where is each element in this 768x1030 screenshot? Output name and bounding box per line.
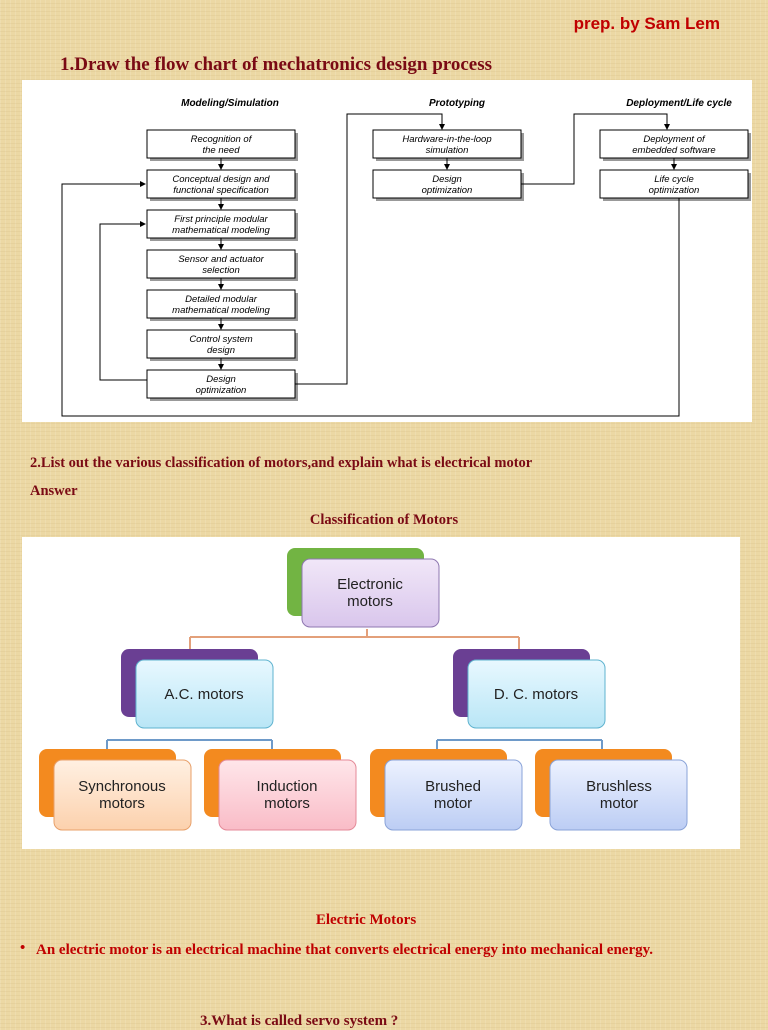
question-2-title: 2.List out the various classification of… (30, 455, 533, 471)
node-dc-motors: D. C. motors (453, 649, 606, 729)
bullet-marker: • (20, 940, 26, 956)
svg-text:functional specification: functional specification (173, 185, 269, 196)
svg-text:Design: Design (432, 174, 462, 185)
prototyping-steps: Hardware-in-the-loop simulation Design o… (372, 129, 524, 201)
motor-tree-svg: Electronic motors A.C. motors D. C. moto… (39, 548, 688, 831)
svg-text:Control system: Control system (189, 334, 252, 345)
svg-text:D. C. motors: D. C. motors (494, 686, 578, 703)
modeling-steps: Recognition of the need Conceptual desig… (146, 129, 298, 401)
step-sensor-actuator-selection: Sensor and actuator selection (146, 249, 298, 281)
svg-text:optimization: optimization (649, 185, 700, 196)
motor-classification-panel: Electronic motors A.C. motors D. C. moto… (22, 537, 740, 849)
step-conceptual-design: Conceptual design and functional specifi… (146, 169, 298, 201)
svg-text:optimization: optimization (196, 385, 247, 396)
svg-text:Brushless: Brushless (586, 778, 652, 795)
electric-motor-definition: An electric motor is an electrical machi… (36, 942, 654, 958)
svg-text:Sensor and actuator: Sensor and actuator (178, 254, 264, 265)
column-header-modeling: Modeling/Simulation (181, 98, 279, 109)
svg-text:motor: motor (434, 795, 472, 812)
step-design-optimization-modeling: Design optimization (146, 369, 298, 401)
svg-text:simulation: simulation (426, 145, 469, 156)
node-electronic-motors: Electronic motors (287, 548, 440, 628)
node-synchronous-motors: Synchronous motors (39, 749, 192, 831)
step-control-system-design: Control system design (146, 329, 298, 361)
column-header-prototyping: Prototyping (429, 98, 485, 109)
flow-connectors (61, 113, 680, 417)
step-recognition-of-need: Recognition of the need (146, 129, 298, 161)
svg-text:Deployment of: Deployment of (643, 134, 706, 145)
svg-text:motor: motor (600, 795, 638, 812)
svg-text:design: design (207, 345, 235, 356)
svg-text:Design: Design (206, 374, 236, 385)
step-life-cycle-optimization: Life cycle optimization (599, 169, 751, 201)
svg-text:Induction: Induction (257, 778, 318, 795)
flowchart-svg: Modeling/Simulation Prototyping Deployme… (61, 98, 751, 417)
classification-title: Classification of Motors (309, 512, 459, 528)
svg-text:Hardware-in-the-loop: Hardware-in-the-loop (402, 134, 491, 145)
svg-text:A.C. motors: A.C. motors (164, 686, 243, 703)
svg-text:motors: motors (264, 795, 310, 812)
node-induction-motors: Induction motors (204, 749, 357, 831)
node-brushed-motor: Brushed motor (370, 749, 523, 831)
svg-text:Brushed: Brushed (425, 778, 481, 795)
svg-text:Conceptual design and: Conceptual design and (172, 174, 270, 185)
tree-connectors (189, 629, 520, 650)
svg-text:optimization: optimization (422, 185, 473, 196)
question-3-title: 3.What is called servo system ? (200, 1013, 399, 1029)
question-1-title: 1.Draw the flow chart of mechatronics de… (60, 54, 493, 75)
svg-text:mathematical modeling: mathematical modeling (172, 225, 270, 236)
svg-text:embedded software: embedded software (632, 145, 715, 156)
node-ac-motors: A.C. motors (121, 649, 274, 729)
svg-text:Life cycle: Life cycle (654, 174, 694, 185)
column-header-deployment: Deployment/Life cycle (626, 98, 732, 109)
step-detailed-modeling: Detailed modular mathematical modeling (146, 289, 298, 321)
node-brushless-motor: Brushless motor (535, 749, 688, 831)
svg-text:Recognition of: Recognition of (191, 134, 253, 145)
step-design-optimization-prototyping: Design optimization (372, 169, 524, 201)
flowchart-panel: Modeling/Simulation Prototyping Deployme… (22, 80, 752, 422)
svg-text:motors: motors (99, 795, 145, 812)
svg-text:Electronic: Electronic (337, 576, 403, 593)
svg-text:First principle modular: First principle modular (174, 214, 268, 225)
deployment-steps: Deployment of embedded software Life cyc… (599, 129, 751, 201)
answer-label: Answer (30, 483, 78, 499)
svg-text:Synchronous: Synchronous (78, 778, 166, 795)
electric-motors-title: Electric Motors (315, 912, 417, 928)
step-first-principle-modeling: First principle modular mathematical mod… (146, 209, 298, 241)
svg-text:the need: the need (203, 145, 241, 156)
step-hardware-in-the-loop: Hardware-in-the-loop simulation (372, 129, 524, 161)
step-deployment-embedded-software: Deployment of embedded software (599, 129, 751, 161)
svg-text:motors: motors (347, 593, 393, 610)
svg-text:selection: selection (202, 265, 240, 276)
svg-text:mathematical modeling: mathematical modeling (172, 305, 270, 316)
author-credit: prep. by Sam Lem (573, 14, 720, 33)
svg-text:Detailed modular: Detailed modular (185, 294, 258, 305)
tree-connectors-lower (106, 739, 603, 750)
